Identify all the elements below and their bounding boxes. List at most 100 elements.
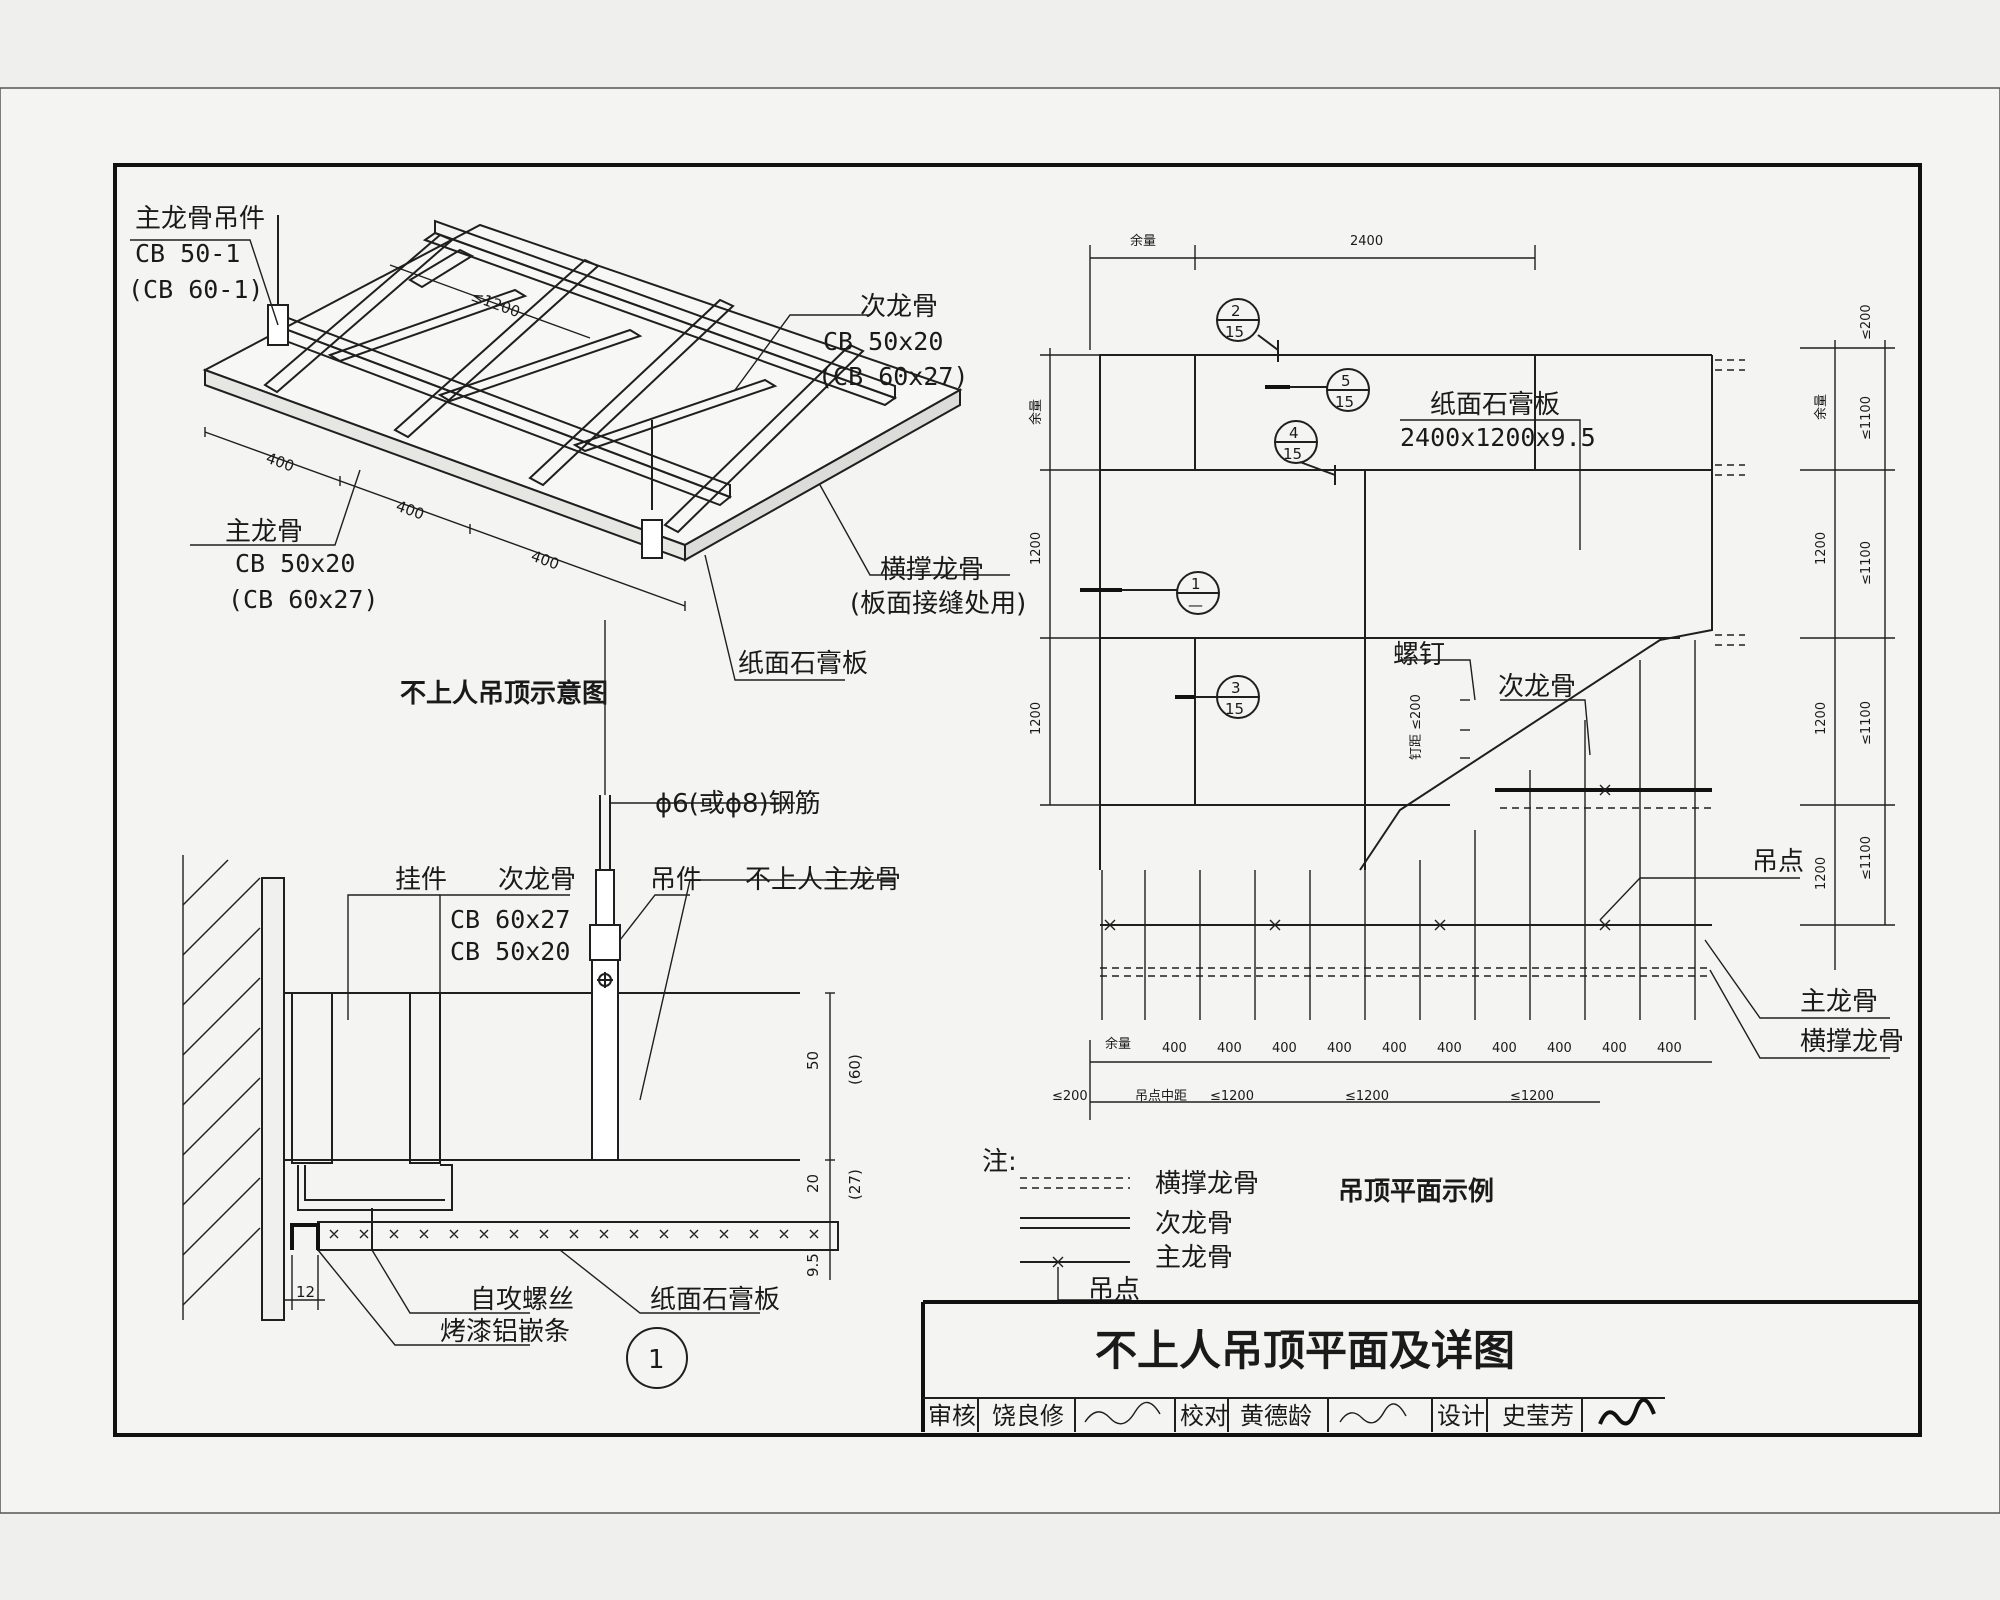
plan-bottom-400-8: 400 [1547, 1041, 1572, 1056]
iso-sec-code1: CB 50x20 [823, 327, 943, 356]
plan-left-1200b: 1200 [1029, 702, 1044, 735]
detail-hanger-rod [589, 795, 621, 1161]
plan-right-margin: 余量 [1813, 394, 1829, 420]
plan-right-1200b: 1200 [1814, 702, 1829, 735]
detail-clip-label: 挂件 [395, 865, 447, 895]
plan-right-dims [1800, 340, 1895, 970]
plan-board-name: 纸面石膏板 [1430, 390, 1560, 420]
plan-hang-points [1104, 784, 1611, 931]
legend: 注: 横撑龙骨 次龙骨 主龙骨 吊点 [982, 1147, 1259, 1305]
iso-cross-bars [327, 288, 778, 453]
detail-wall-plaster [261, 877, 285, 1321]
plan-leaders [1400, 419, 1890, 1059]
detail-number-circle [626, 1327, 688, 1389]
plan-left-1200a: 1200 [1029, 532, 1044, 565]
plan-board-size: 2400x1200x9.5 [1400, 423, 1596, 452]
detail-main-label: 不上人主龙骨 [745, 865, 901, 895]
plan-screw-label: 螺钉 [1393, 640, 1445, 670]
plan-screw-spacing: 钉距 ≤200 [1409, 694, 1424, 760]
detail-trim-label: 烤漆铝嵌条 [440, 1317, 570, 1347]
plan-ref2-top: 5 [1341, 372, 1351, 390]
detail-dim-50: 50 [804, 1051, 822, 1070]
title-block: 不上人吊顶平面及详图 审核 饶良修 校对 黄德龄 设计 史莹芳 [921, 1300, 1920, 1432]
plan-ref3-top: 4 [1289, 424, 1299, 442]
iso-main-code2: (CB 60x27) [228, 585, 379, 614]
plan-bottom-400-3: 400 [1272, 1041, 1297, 1056]
iso-main-code1: CB 50x20 [235, 549, 355, 578]
tb-reviewer: 饶良修 [992, 1402, 1064, 1430]
plan-bottom-400-4: 400 [1327, 1041, 1352, 1056]
plan-caption: 吊顶平面示例 [1338, 1177, 1494, 1207]
tb-designer: 史莹芳 [1502, 1402, 1574, 1430]
iso-sec-name: 次龙骨 [860, 292, 938, 322]
detail-dim-12: 12 [296, 1283, 315, 1301]
detail-sec-code2: CB 50x20 [450, 937, 570, 966]
plan-bottom-1200-1: ≤1200 [1210, 1089, 1254, 1104]
tb-check-label: 校对 [1180, 1402, 1228, 1430]
detail-screw-label: 自攻螺丝 [470, 1285, 574, 1315]
isometric-view: 400 400 400 ≤1200 主龙骨吊件 CB 50-1 (CB 60-1… [128, 204, 1026, 709]
plan-bottom-400-1: 400 [1162, 1041, 1187, 1056]
plan-left-dims [1040, 348, 1100, 806]
plan-bottom-400-10: 400 [1657, 1041, 1682, 1056]
plan-top-margin: 余量 [1130, 233, 1156, 249]
detail-rod-label: ϕ6(或ϕ8)钢筋 [655, 789, 821, 819]
section-detail: 50 (60) 20 (27) 9.5 12 挂件 次龙骨 CB 60x27 C… [182, 620, 901, 1389]
plan-hang-point-label: 吊点 [1752, 847, 1804, 877]
detail-dim-20: 20 [804, 1174, 822, 1193]
plan-ref1-bot: 15 [1225, 323, 1244, 341]
legend-main: 主龙骨 [1155, 1243, 1233, 1273]
plan-bottom-200: ≤200 [1052, 1089, 1088, 1104]
plan-right-1100d: ≤1100 [1859, 836, 1874, 880]
plan-main-label: 主龙骨 [1800, 987, 1878, 1017]
plan-hang-spacing: 吊点中距 [1135, 1089, 1187, 1104]
detail-trim [290, 1223, 320, 1250]
plan-right-1100b: ≤1100 [1859, 541, 1874, 585]
iso-cross-note: (板面接缝处用) [850, 589, 1026, 619]
iso-cross-name: 横撑龙骨 [880, 555, 984, 585]
detail-right-dims [825, 992, 835, 1280]
legend-cross: 横撑龙骨 [1155, 1169, 1259, 1199]
plan-right-1100a: ≤1100 [1859, 396, 1874, 440]
detail-leaders [317, 620, 895, 1346]
detail-number: 1 [648, 1345, 665, 1375]
plan-right-1200c: 1200 [1814, 857, 1829, 890]
iso-caption: 不上人吊顶示意图 [400, 678, 608, 709]
detail-board-label: 纸面石膏板 [650, 1285, 780, 1315]
plan-top-dims [1089, 245, 1536, 350]
detail-dim-9-5: 9.5 [804, 1253, 822, 1277]
detail-dim-27: (27) [846, 1169, 864, 1200]
iso-hanger-code1: CB 50-1 [135, 239, 240, 268]
plan-right-1100c: ≤1100 [1859, 701, 1874, 745]
plan-left-margin: 余量 [1028, 399, 1044, 425]
plan-bottom-1200-2: ≤1200 [1345, 1089, 1389, 1104]
tb-checker: 黄德龄 [1240, 1402, 1312, 1430]
sheet-title: 不上人吊顶平面及详图 [1095, 1326, 1515, 1375]
drawing-frame [113, 163, 1922, 1437]
tb-designer-signature [1598, 1398, 1656, 1426]
iso-hanger-name: 主龙骨吊件 [135, 204, 265, 234]
detail-hanger-label: 吊件 [650, 865, 702, 895]
plan-ref4-bot: — [1188, 596, 1203, 614]
legend-sec: 次龙骨 [1155, 1209, 1233, 1239]
plan-cross-label: 横撑龙骨 [1800, 1027, 1904, 1057]
plan-board-grid [1100, 355, 1712, 870]
plan-screw-marks [1400, 659, 1476, 759]
tb-design-label: 设计 [1437, 1402, 1485, 1430]
plan-right-200: ≤200 [1859, 304, 1874, 340]
plan-top-2400: 2400 [1350, 234, 1383, 249]
iso-leaders [130, 239, 1010, 681]
plan-sec-label: 次龙骨 [1498, 672, 1576, 702]
iso-board-label: 纸面石膏板 [738, 649, 868, 679]
plan-ref3-bot: 15 [1283, 445, 1302, 463]
tb-review-label: 审核 [928, 1402, 976, 1430]
iso-sec-code2: (CB 60x27) [818, 362, 969, 391]
plan-bottom-400-6: 400 [1437, 1041, 1462, 1056]
legend-note: 注: [982, 1147, 1017, 1177]
iso-secondary-joists [263, 233, 865, 534]
plan-bottom-400-5: 400 [1382, 1041, 1407, 1056]
plan-bottom-margin: 余量 [1105, 1036, 1131, 1052]
detail-wall-hatch [182, 855, 261, 1320]
detail-sec-name: 次龙骨 [498, 865, 576, 895]
